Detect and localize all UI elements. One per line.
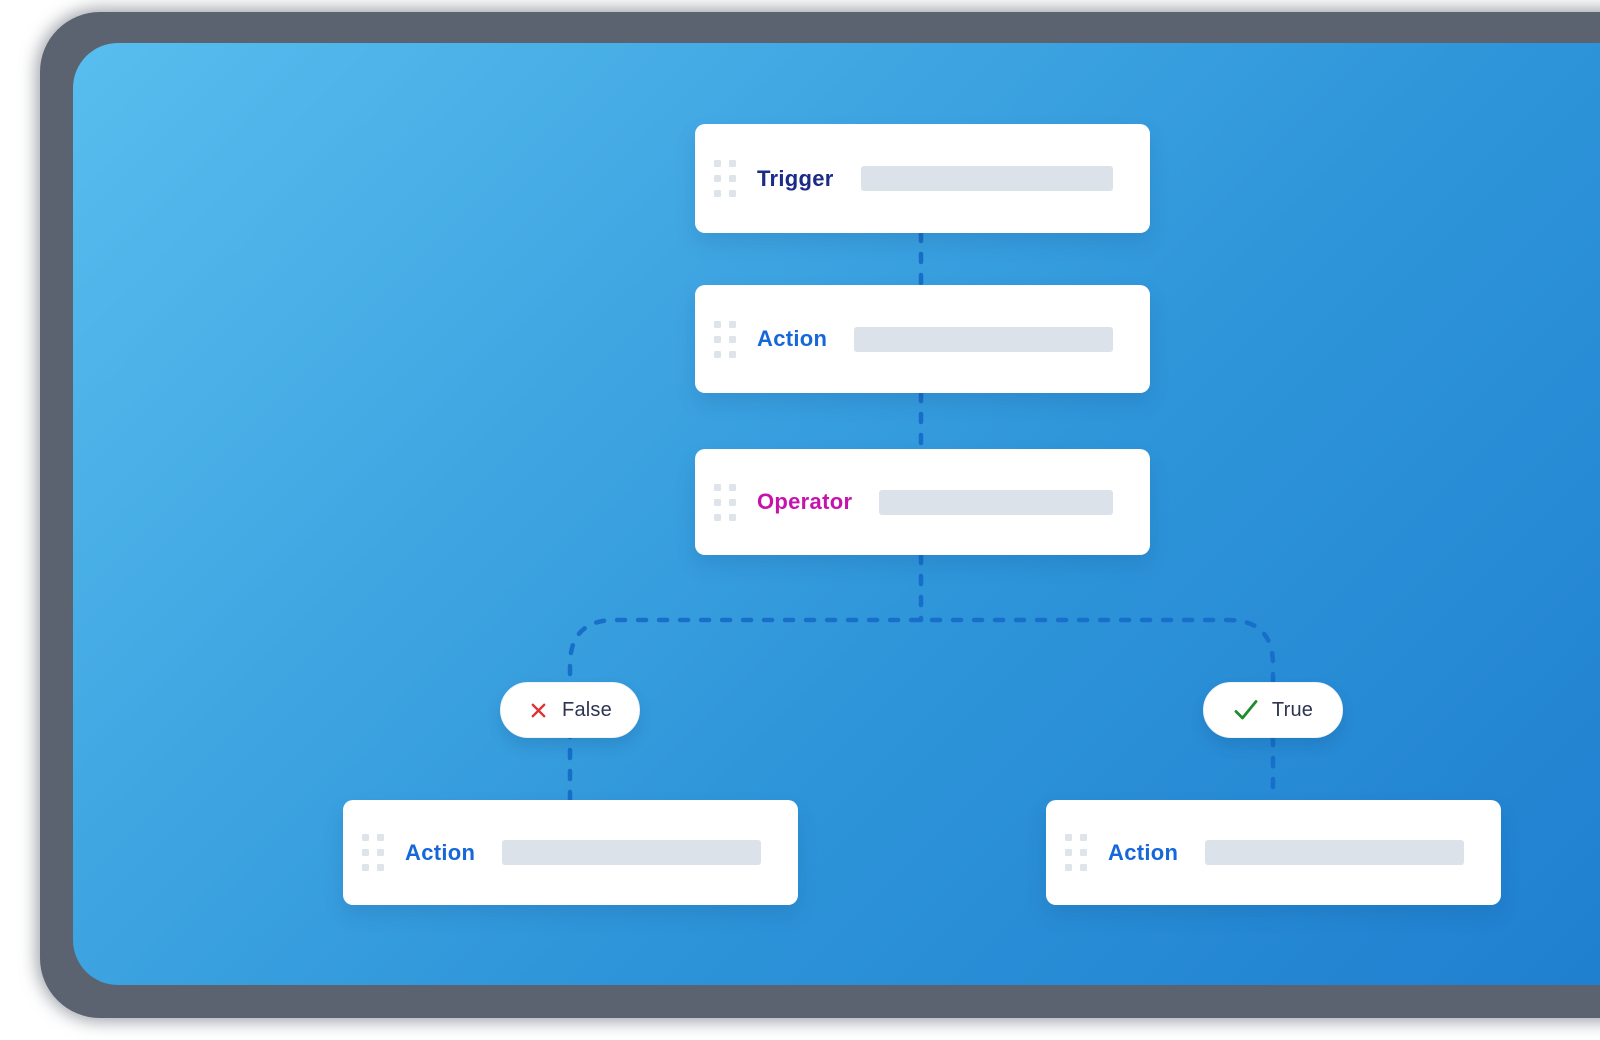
false-branch-label: False (562, 698, 612, 721)
x-icon (531, 703, 546, 717)
action-node-false[interactable]: Action (343, 800, 798, 905)
operator-node[interactable]: Operator (695, 449, 1150, 555)
drag-handle-icon[interactable] (714, 320, 736, 358)
operator-placeholder-bar (879, 489, 1113, 515)
drag-handle-icon[interactable] (362, 834, 384, 871)
connector-branch (567, 617, 1276, 803)
trigger-node[interactable]: Trigger (695, 124, 1150, 233)
action-placeholder-bar (1205, 840, 1464, 865)
operator-node-label: Operator (757, 489, 853, 514)
action-node-main[interactable]: Action (695, 285, 1150, 393)
drag-handle-icon[interactable] (1065, 834, 1087, 871)
false-branch-badge: False (500, 682, 640, 738)
action-placeholder-bar (854, 326, 1113, 352)
action-node-true[interactable]: Action (1046, 800, 1501, 905)
drag-handle-icon[interactable] (714, 483, 736, 521)
action-node-label: Action (757, 326, 828, 351)
true-branch-label: True (1271, 698, 1314, 721)
check-icon (1234, 700, 1258, 720)
trigger-placeholder-bar (860, 166, 1113, 191)
action-placeholder-bar (502, 840, 761, 865)
action-node-label: Action (405, 839, 476, 865)
action-node-label: Action (1108, 839, 1179, 865)
trigger-node-label: Trigger (757, 165, 834, 191)
drag-handle-icon[interactable] (714, 160, 736, 197)
true-branch-badge: True (1203, 682, 1343, 738)
